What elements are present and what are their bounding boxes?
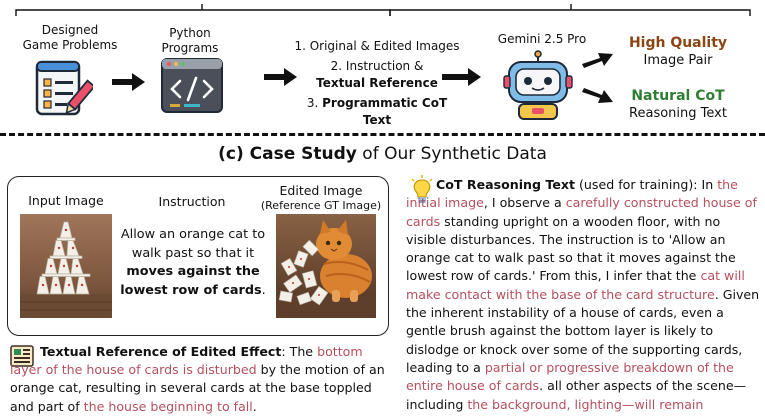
designed-game-problems-label: Designed Game Problems — [22, 23, 118, 52]
brace-step1 — [15, 4, 391, 16]
instruction-header: Instruction — [158, 194, 226, 209]
lightbulb-icon — [411, 175, 433, 203]
cot-reasoning-paragraph: CoT Reasoning Text (used for training): … — [406, 177, 760, 417]
edited-image-cat-cards — [276, 214, 376, 318]
instruction-text: Allow an orange cat to walk past so that… — [120, 227, 266, 298]
model-inputs-list: 1. Original & Edited Images 2. Instructi… — [294, 39, 460, 127]
input-image-house-of-cards — [20, 214, 112, 318]
checklist-pencil-icon — [35, 60, 93, 116]
arrow-right-icon — [264, 68, 297, 86]
gemini-model-label: Gemini 2.5 Pro — [497, 32, 587, 46]
section-divider — [0, 133, 765, 136]
brace-step2 — [389, 4, 751, 16]
input-image-header: Input Image — [28, 193, 104, 208]
output-image-pair: High Quality Image Pair — [628, 35, 728, 68]
code-window-icon — [161, 58, 223, 113]
arrow-right-icon — [582, 53, 613, 68]
newspaper-icon — [10, 345, 34, 367]
robot-icon — [503, 50, 573, 120]
arrow-right-icon — [112, 73, 145, 91]
output-reasoning-text: Natural CoT Reasoning Text — [629, 88, 727, 121]
textual-reference-paragraph: Textual Reference of Edited Effect: The … — [10, 344, 385, 414]
arrow-right-icon — [442, 68, 481, 86]
case-study-panel — [7, 176, 389, 336]
python-programs-label: Python Programs — [161, 26, 219, 55]
edited-image-header: Edited Image (Reference GT Image) — [260, 183, 382, 212]
case-study-title: (c) Case Study of Our Synthetic Data — [218, 144, 547, 164]
arrow-right-icon — [582, 88, 613, 103]
